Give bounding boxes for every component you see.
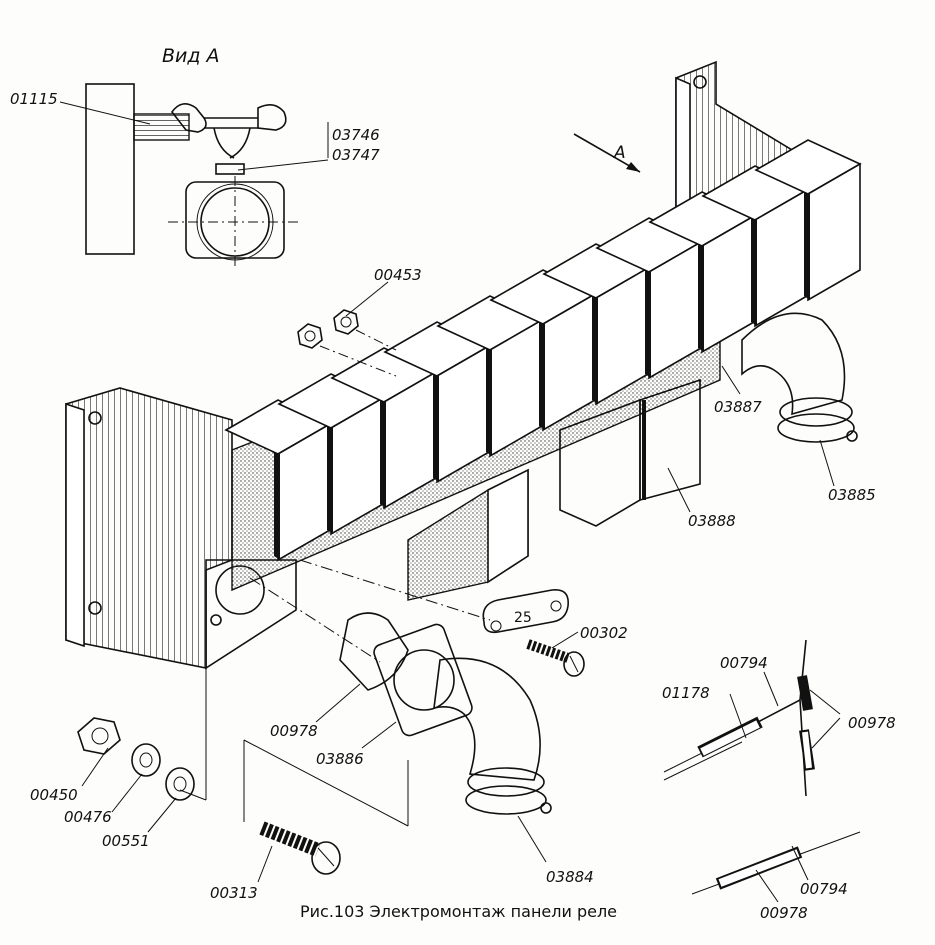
label-03885: 03885 bbox=[828, 486, 876, 504]
figure-caption: Рис.103 Электромонтаж панели реле bbox=[300, 902, 618, 921]
relay-modules bbox=[224, 139, 862, 562]
screw-00302 bbox=[526, 639, 585, 677]
connector-assembly-03884 bbox=[339, 612, 552, 815]
label-03746: 03746 bbox=[332, 126, 380, 144]
label-03886: 03886 bbox=[316, 750, 364, 768]
label-00794-bottom: 00794 bbox=[800, 880, 848, 898]
washer-00551 bbox=[165, 767, 195, 801]
label-00313: 00313 bbox=[210, 884, 258, 902]
view-a-inset bbox=[59, 83, 329, 268]
label-00302: 00302 bbox=[580, 624, 628, 642]
relay-block-row bbox=[224, 139, 862, 601]
label-00978-connector: 00978 bbox=[270, 722, 318, 740]
elbow-connector-03885 bbox=[741, 312, 858, 443]
label-03747: 03747 bbox=[332, 146, 380, 164]
left-mounting-bracket bbox=[65, 387, 297, 670]
label-00551: 00551 bbox=[102, 832, 150, 850]
plate-number-label: 25 bbox=[514, 610, 532, 626]
label-03884: 03884 bbox=[546, 868, 594, 886]
assembly-lines bbox=[179, 559, 491, 827]
single-wire-detail bbox=[691, 831, 861, 895]
label-00794-top: 00794 bbox=[720, 654, 768, 672]
label-00978-bottom: 00978 bbox=[760, 904, 808, 922]
label-03888: 03888 bbox=[688, 512, 736, 530]
view-a-arrow bbox=[573, 133, 641, 173]
washer-00476 bbox=[131, 743, 161, 777]
nut-pair-00453 bbox=[297, 309, 397, 377]
wire-splice-detail bbox=[663, 639, 815, 797]
label-00476: 00476 bbox=[64, 808, 112, 826]
view-a-label: Вид A bbox=[162, 45, 220, 67]
screw-00313 bbox=[259, 821, 341, 875]
label-00453: 00453 bbox=[374, 266, 422, 284]
nut-00450 bbox=[77, 717, 121, 755]
plate-25 bbox=[482, 589, 569, 634]
label-00450: 00450 bbox=[30, 786, 78, 804]
label-01115: 01115 bbox=[10, 90, 58, 108]
label-03887: 03887 bbox=[714, 398, 762, 416]
label-00978-splice: 00978 bbox=[848, 714, 896, 732]
arrow-a-label: A bbox=[613, 143, 626, 163]
label-01178: 01178 bbox=[662, 684, 710, 702]
leader-lines bbox=[81, 281, 841, 903]
relay-module bbox=[754, 139, 862, 302]
